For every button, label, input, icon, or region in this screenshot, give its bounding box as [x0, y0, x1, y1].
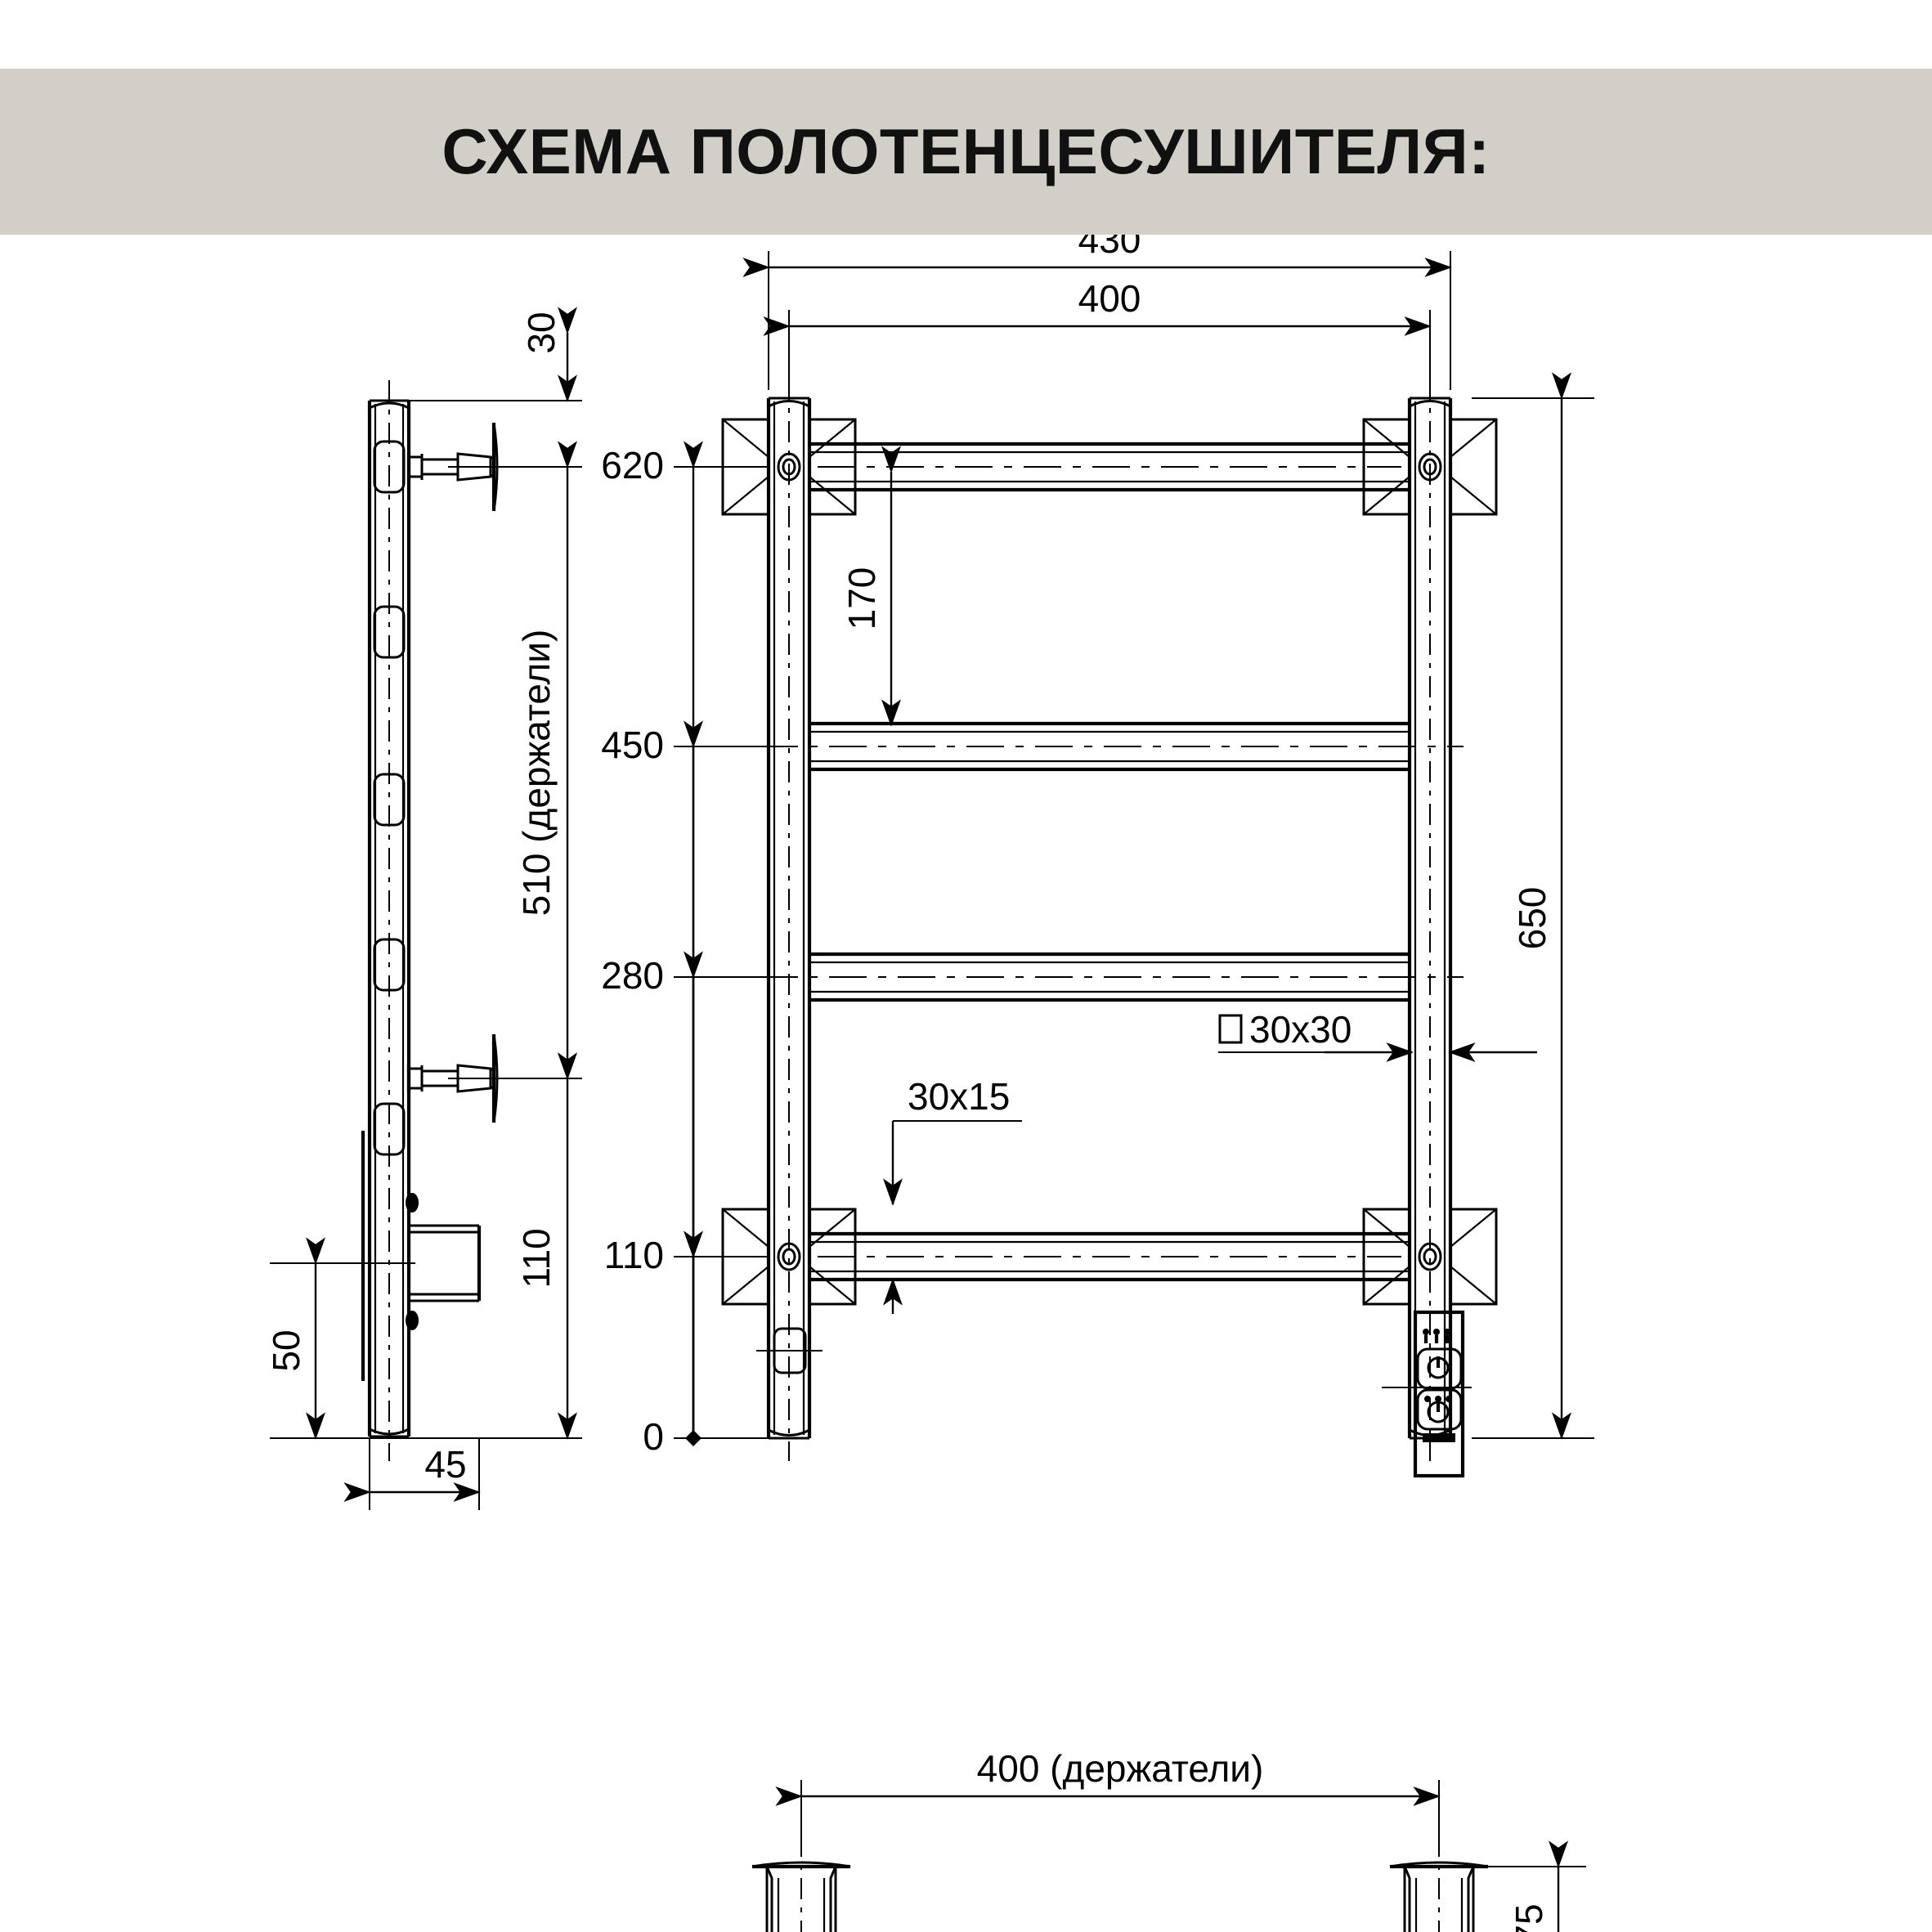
square-symbol-icon: [1218, 1014, 1243, 1044]
technical-drawing: 30 510 (держатели) 110 50 45: [0, 235, 1932, 1932]
front-view: [721, 379, 1498, 1478]
top-view-dimensions: 400 (держатели) 75: [775, 1747, 1586, 1932]
callout-profile-post: 30x30: [1218, 1008, 1537, 1062]
dimension-top-400: 400 (держатели): [977, 1747, 1264, 1790]
side-heater-block: [406, 1193, 482, 1330]
dimension-front-430: 430: [1078, 235, 1141, 261]
page-title: СХЕМА ПОЛОТЕНЦЕСУШИТЕЛЯ:: [442, 115, 1490, 187]
screw-head-bottom-right: [1418, 1242, 1442, 1271]
panel-brand-mark: [1423, 1433, 1455, 1442]
dimension-side-510: 510 (держатели): [515, 630, 558, 917]
dimension-top-75: 75: [1508, 1903, 1550, 1932]
dimension-side-30: 30: [520, 312, 563, 353]
control-panel: [1382, 1310, 1472, 1478]
callout-label-30x15: 30x15: [908, 1075, 1010, 1118]
side-rung-sockets: [373, 440, 406, 1156]
callout-profile-rung: 30x15: [883, 1075, 1022, 1314]
dimension-front-170: 170: [840, 567, 883, 630]
screw-head-bottom-left: [777, 1242, 801, 1271]
panel-button-lower[interactable]: [1416, 1388, 1463, 1431]
dimension-level-280: 280: [601, 954, 664, 997]
dimension-group-650: 650: [1472, 372, 1594, 1440]
side-view-dimensions: 30 510 (держатели) 110 50 45: [265, 307, 582, 1510]
front-left-socket: [756, 1327, 823, 1374]
side-view: [361, 380, 499, 1461]
datum-marker: [685, 1430, 702, 1446]
title-banner: СХЕМА ПОЛОТЕНЦЕСУШИТЕЛЯ:: [0, 69, 1932, 235]
dimension-front-650: 650: [1511, 887, 1553, 950]
drawing-svg: 30 510 (держатели) 110 50 45: [265, 235, 1594, 1932]
dimension-level-450: 450: [601, 724, 664, 766]
panel-button-upper[interactable]: [1416, 1347, 1463, 1390]
front-rung-450: [760, 721, 1464, 772]
top-view: [751, 1836, 1489, 1932]
callout-label-30x30: 30x30: [1249, 1008, 1352, 1051]
dimension-level-620: 620: [601, 444, 664, 486]
front-rung-280: [760, 952, 1464, 1002]
screw-head-top-right: [1418, 452, 1442, 482]
dimension-side-110: 110: [515, 1228, 558, 1288]
side-holder-bottom: [406, 1033, 499, 1123]
dimension-level-110: 110: [604, 1234, 664, 1276]
dimension-side-45: 45: [424, 1443, 466, 1486]
screw-head-top-left: [777, 452, 801, 482]
dimension-side-50: 50: [265, 1329, 307, 1371]
dimension-level-0: 0: [643, 1415, 664, 1458]
front-view-level-dimensions: 620 450 280 110 0: [601, 441, 769, 1458]
front-rung-110: [721, 1208, 1498, 1306]
front-rung-620: [721, 418, 1498, 516]
dimension-front-400: 400: [1078, 277, 1141, 320]
led-indicators: [1423, 1329, 1450, 1343]
front-view-width-dimensions: 430 400: [742, 235, 1452, 390]
dimension-group-170: 170: [840, 446, 901, 727]
